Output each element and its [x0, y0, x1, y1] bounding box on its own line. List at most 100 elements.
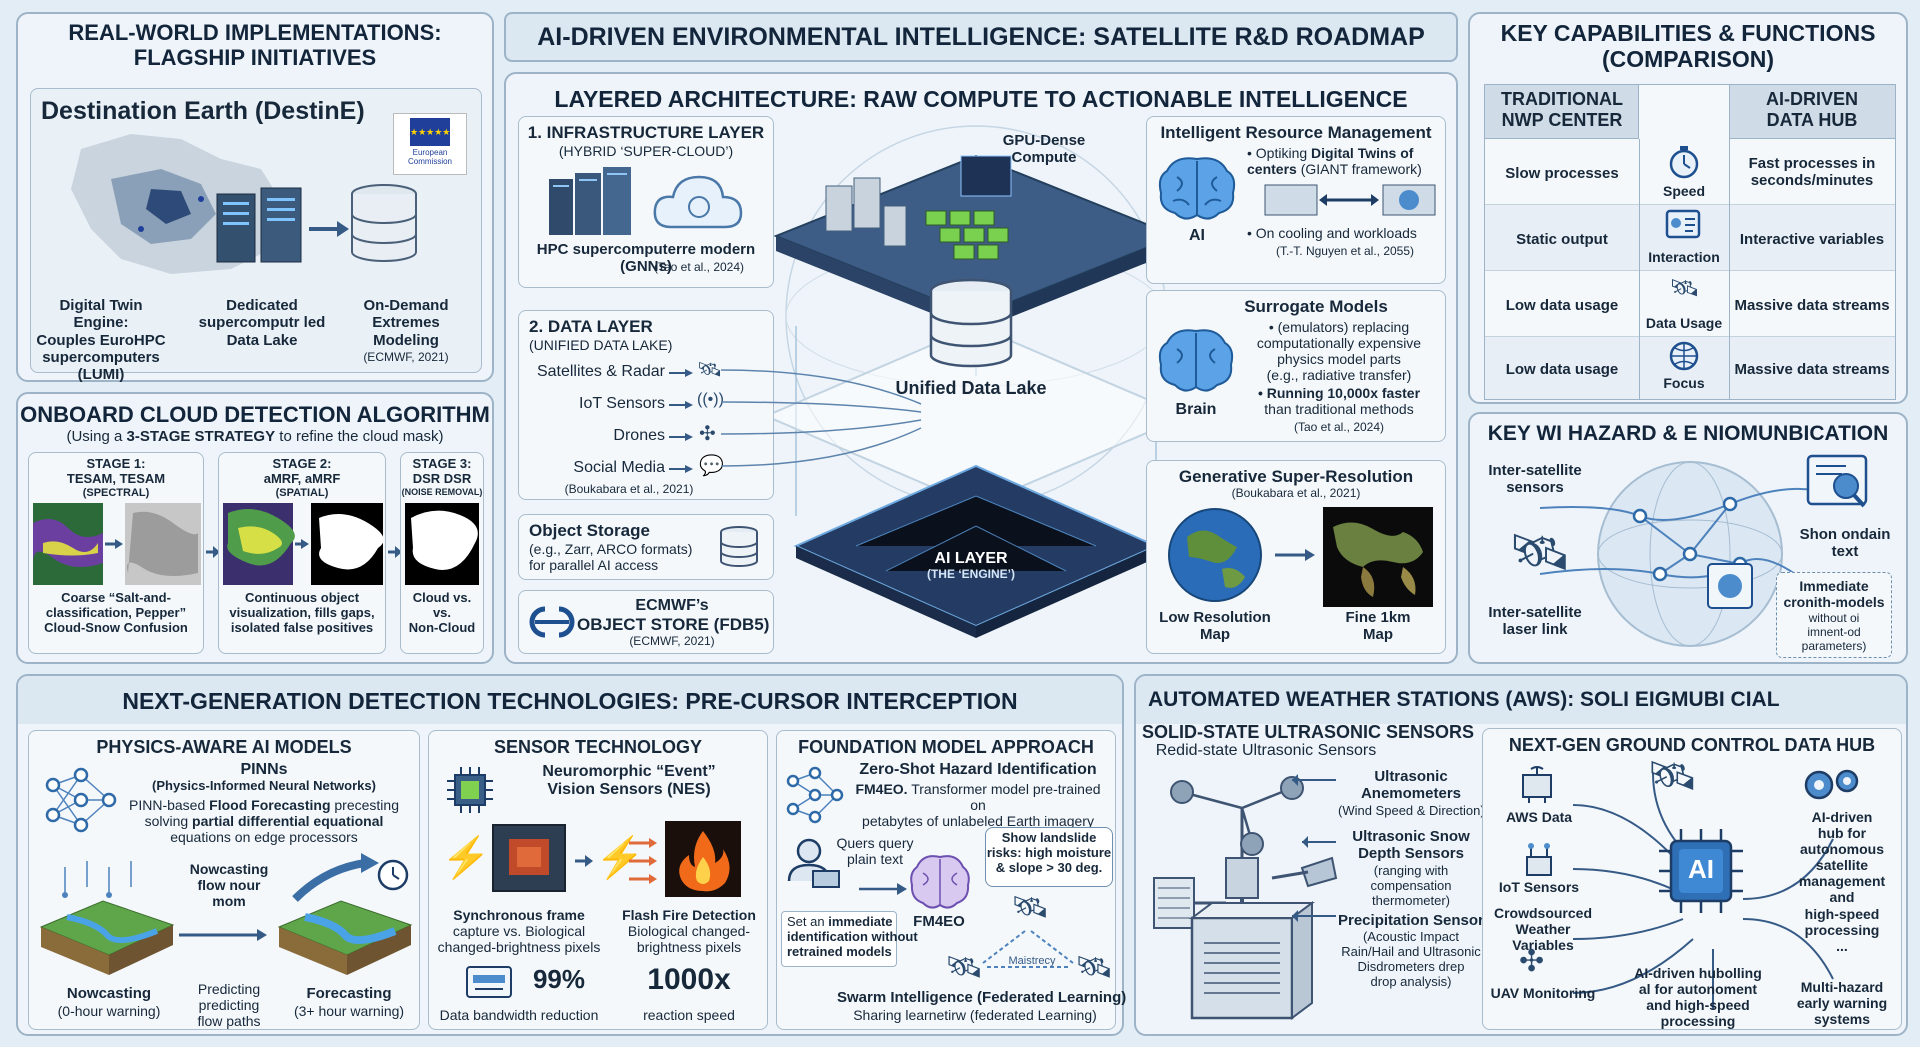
lightning-icon: ⚡ — [441, 836, 491, 880]
stage-1-caption: Coarse “Salt-and- classification, Pepper… — [44, 590, 188, 635]
hazard-panel: KEY WI HAZARD & E NIOMUNBICATION Inter-s… — [1468, 412, 1908, 664]
ai-brain-icon — [1158, 157, 1236, 220]
aws-panel: AUTOMATED WEATHER STATIONS (AWS): SOLI E… — [1134, 674, 1908, 1036]
iot-signal-icon: ((•)) — [697, 391, 724, 408]
cloud-title: ONBOARD CLOUD DETECTION ALGORITHM — [20, 402, 490, 427]
european-commission-logo: ★★★★★ European Commission — [393, 113, 467, 175]
destine-title: Destination Earth (DestinE) — [41, 97, 365, 125]
immediate-models-box — [1776, 572, 1892, 658]
sensor-technology-card: SENSOR TECHNOLOGY Neuromorphic “Event” V… — [428, 730, 768, 1030]
satellite-icon: 🛰 — [1011, 891, 1050, 924]
surrogate-models-card: Surrogate Models Brain • (emulators) rep… — [1146, 290, 1446, 442]
row-ai: Fast processes in seconds/minutes — [1748, 155, 1876, 190]
dedicated-label: Dedicated supercomputr led Data Lake — [198, 297, 326, 349]
source-arrows — [669, 369, 693, 473]
arrow-right-icon — [179, 929, 267, 941]
hazard-label-laser: Inter-satellite laser link — [1488, 604, 1582, 639]
satellite-icon: 🛰 — [1508, 524, 1572, 580]
resource-management-card: Intelligent Resource Management AI • Opt… — [1146, 116, 1446, 284]
irm-bullet-1: • Optiking Digital Twins of centers (GIA… — [1247, 145, 1422, 178]
col-ai-header: AI-DRIVEN DATA HUB — [1765, 89, 1858, 130]
source-social: Social Media — [573, 459, 665, 476]
ultrasonic-card: SOLID-STATE ULTRASONIC SENSORS Redid-sta… — [1142, 718, 1492, 1030]
drone-icon: ✣ — [699, 423, 716, 445]
stat-bandwidth: 99% — [532, 964, 586, 994]
next-gen-detection-panel: NEXT-GENERATION DETECTION TECHNOLOGIES: … — [16, 674, 1126, 1036]
hazard-label-sensors: Inter-satellite sensors — [1488, 462, 1582, 497]
stage-3-mask-image — [405, 503, 479, 585]
hub-warning-label: Multi-hazard early warning systems — [1796, 979, 1888, 1028]
hub-center-label: AI-driven hubolling al for autonoment an… — [1634, 965, 1762, 1030]
foundation-model-card: FOUNDATION MODEL APPROACH Zero-Shot Haza… — [776, 730, 1126, 1030]
row-ai: Interactive variables — [1739, 231, 1885, 248]
object-storage-card: Object Storage (e.g., Zarr, ARCO formats… — [518, 514, 774, 580]
chat-bubble-icon: 💬 — [699, 455, 724, 477]
source-drones: Drones — [613, 427, 665, 444]
fire-icon — [665, 821, 741, 897]
unified-data-lake-label: Unified Data Lake — [895, 378, 1047, 398]
stat-reaction: 1000x — [647, 963, 731, 996]
satellite-icon: 🛰 — [945, 951, 984, 984]
fm4eo-brain-icon — [910, 855, 970, 909]
gpu-label: GPU-Dense Compute — [1002, 132, 1086, 167]
chip-icon — [447, 767, 493, 813]
fine-resolution-map — [1323, 507, 1433, 607]
row-ai: Massive data streams — [1734, 297, 1890, 314]
flagship-ref: (ECMWF, 2021) — [363, 350, 449, 364]
low-resolution-globe — [1168, 508, 1262, 602]
stage-2-card: STAGE 2: aMRF, aMRF (SPATIAL) Continuous… — [218, 452, 386, 654]
central-stack-illustration — [763, 125, 1189, 638]
row-traditional: Slow processes — [1505, 165, 1619, 182]
next-gen-title: NEXT-GENERATION DETECTION TECHNOLOGIES: … — [122, 688, 1018, 714]
capabilities-title: KEY CAPABILITIES & FUNCTIONS (COMPARISON… — [1500, 20, 1876, 73]
stage-3-caption: Cloud vs. vs. Non-Cloud — [408, 590, 476, 635]
aws-title: AUTOMATED WEATHER STATIONS (AWS): SOLI E… — [1148, 688, 1780, 711]
storage-icon — [720, 526, 758, 567]
user-laptop-icon — [787, 838, 840, 888]
main-title-banner: AI-DRIVEN ENVIRONMENTAL INTELLIGENCE: SA… — [504, 12, 1458, 62]
page-title: AI-DRIVEN ENVIRONMENTAL INTELLIGENCE: SA… — [537, 23, 1425, 51]
stage-1-card: STAGE 1: TESAM, TESAM (SPECTRAL) Coarse … — [28, 452, 204, 654]
iot-sensor-icon — [1526, 843, 1552, 876]
cloud-detection-panel: ONBOARD CLOUD DETECTION ALGORITHM (Using… — [16, 392, 494, 664]
neural-network-icon — [45, 767, 117, 833]
interaction-screen-icon — [1665, 209, 1701, 239]
ai-layer-label: AI LAYER — [934, 550, 1008, 567]
physics-models-card: PHYSICS-AWARE AI MODELS PINNs (Physics-I… — [28, 730, 420, 1030]
arrow-right-icon — [206, 546, 220, 558]
arrow-right-icon — [388, 546, 402, 558]
digital-twin-engine-label: Digital Twin Engine: Couples EuroHPC sup… — [36, 297, 166, 383]
stopwatch-icon — [1669, 146, 1699, 179]
terrain-nowcasting-illustration — [39, 861, 175, 975]
dedicated-server-icon — [216, 187, 302, 263]
data-layer-card: 2. DATA LAYER (UNIFIED DATA LAKE) Satell… — [518, 310, 774, 500]
uav-drone-icon: ✣ — [1519, 945, 1545, 978]
gears-icon — [1804, 769, 1859, 800]
arrow-right-icon — [309, 221, 349, 237]
satellite-icon: 🛰 — [1669, 275, 1700, 302]
destine-card: Destination Earth (DestinE) ★★★★★ Europe… — [30, 88, 482, 383]
hub-source-iot: IoT Sensors — [1498, 879, 1580, 895]
row-traditional: Low data usage — [1505, 297, 1619, 314]
on-demand-label: On-Demand Extremes Modeling — [363, 297, 449, 349]
architecture-title: LAYERED ARCHITECTURE: RAW COMPUTE TO ACT… — [554, 86, 1408, 112]
ai-chip-label: AI — [1688, 854, 1714, 884]
database-icon — [351, 184, 417, 262]
speed-lines-icon — [629, 838, 657, 884]
document-globe-icon — [1707, 563, 1753, 609]
infrastructure-layer-card: 1. INFRASTRUCTURE LAYER (HYBRID ‘SUPER-C… — [518, 116, 774, 288]
comparison-table: TRADITIONAL NWP CENTER AI-DRIVEN DATA HU… — [1484, 84, 1896, 400]
hub-right-label: AI-driven hub for autonomous satellite m… — [1798, 809, 1886, 954]
source-satellites: Satellites & Radar — [536, 363, 665, 380]
row-traditional: Static output — [1516, 231, 1608, 248]
ground-control-hub-card: NEXT-GEN GROUND CONTROL DATA HUB AWS Dat… — [1482, 728, 1902, 1030]
row-ai: Massive data streams — [1734, 361, 1890, 378]
ecmwf-logo — [529, 606, 575, 638]
stage-1-spectral-image — [33, 503, 201, 585]
arrow-right-icon — [575, 855, 593, 867]
hub-source-uav: UAV Monitoring — [1490, 985, 1596, 1001]
unified-data-lake-icon — [929, 278, 1013, 368]
bandwidth-meter-icon — [466, 966, 512, 998]
flagship-title: REAL-WORLD IMPLEMENTATIONS: FLAGSHIP INI… — [68, 20, 442, 71]
flagship-panel: REAL-WORLD IMPLEMENTATIONS: FLAGSHIP INI… — [16, 12, 494, 383]
